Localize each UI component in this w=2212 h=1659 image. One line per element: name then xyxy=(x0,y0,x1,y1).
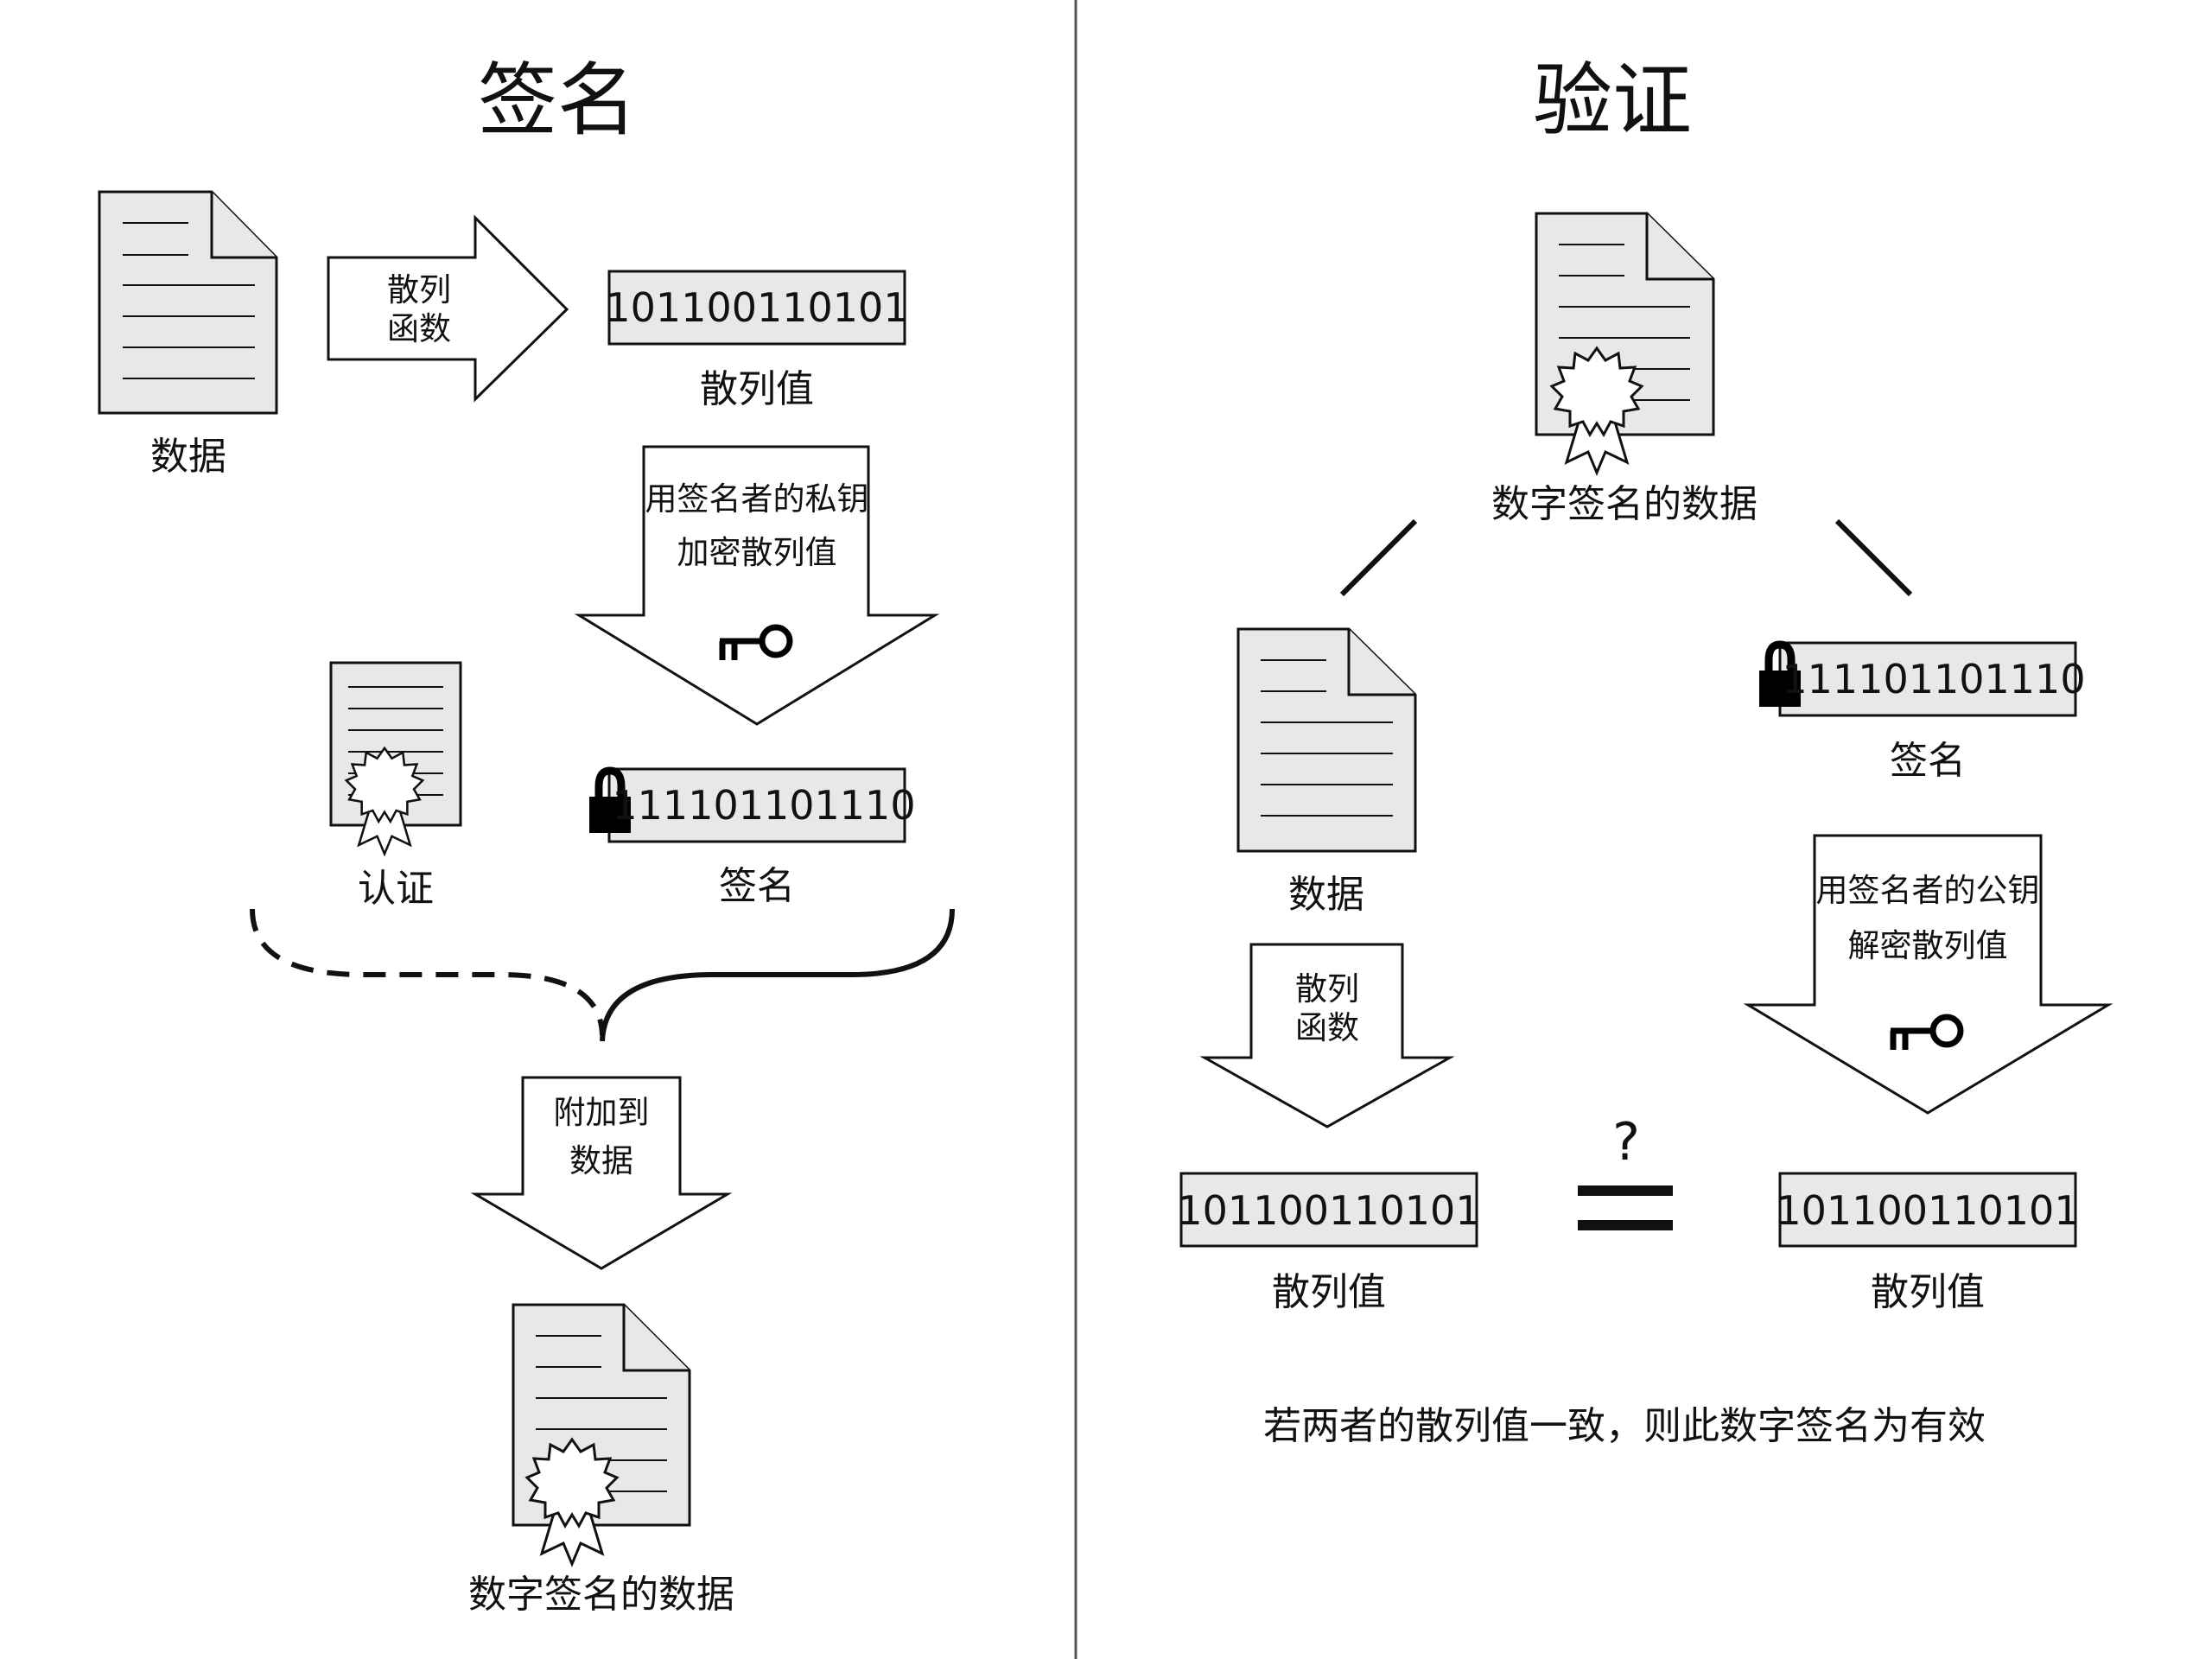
question-mark: ? xyxy=(1612,1112,1640,1173)
signed-document-icon xyxy=(1535,212,1715,474)
sign-result-label: 数字签名的数据 xyxy=(468,1573,734,1617)
certificate-seal-icon xyxy=(345,747,424,855)
sign-sig-bits: 111101101110 xyxy=(612,782,915,829)
sign-signature-box xyxy=(607,767,906,843)
sign-attach-line2: 数据 xyxy=(569,1142,633,1179)
verify-hash-function-arrow xyxy=(1199,943,1455,1128)
verify-hash-box-left xyxy=(1179,1172,1478,1248)
attach-arrow xyxy=(470,1076,733,1270)
sign-hash-label: 散列值 xyxy=(700,367,814,411)
document-icon xyxy=(1236,627,1417,853)
sign-hash-fn-line2: 函数 xyxy=(387,310,451,347)
verify-hash-label-right: 散列值 xyxy=(1871,1270,1985,1314)
sign-title: 签名 xyxy=(478,54,637,147)
equals-bar-bottom xyxy=(1578,1220,1673,1230)
sign-sig-label: 签名 xyxy=(719,864,795,908)
document-icon xyxy=(98,190,278,415)
certificate-seal-icon xyxy=(525,1438,619,1566)
encrypt-arrow xyxy=(574,445,940,726)
verify-hash-fn-line1: 散列 xyxy=(1295,970,1359,1007)
verify-hash-box-right xyxy=(1778,1172,2077,1248)
sign-data-label: 数据 xyxy=(150,435,226,479)
verify-hash-label-left: 散列值 xyxy=(1272,1270,1386,1314)
sign-hash-box xyxy=(607,270,906,346)
equals-bar-top xyxy=(1578,1185,1673,1196)
sign-cert-label: 认证 xyxy=(358,867,434,911)
verify-decrypt-line1: 用签名者的公钥 xyxy=(1816,872,2040,909)
signed-document-icon xyxy=(512,1303,691,1566)
certificate-icon xyxy=(329,661,462,855)
sign-encrypt-line1: 用签名者的私钥 xyxy=(645,480,869,518)
sign-attach-line1: 附加到 xyxy=(554,1094,650,1131)
sign-encrypt-line2: 加密散列值 xyxy=(677,534,837,571)
verify-hash-bits-left: 101100110101 xyxy=(1177,1187,1480,1234)
certificate-seal-icon xyxy=(1550,346,1643,474)
split-line-right xyxy=(1834,518,1913,597)
verify-title: 验证 xyxy=(1533,54,1692,147)
verify-conclusion: 若两者的散列值一致，则此数字签名为有效 xyxy=(1263,1404,1986,1448)
brace-solid xyxy=(600,908,955,1042)
split-line-left xyxy=(1339,518,1418,597)
verify-data-label: 数据 xyxy=(1288,873,1364,917)
verify-decrypt-line2: 解密散列值 xyxy=(1848,927,2008,964)
verify-hash-fn-line2: 函数 xyxy=(1295,1009,1359,1046)
sign-hash-bits: 101100110101 xyxy=(605,284,908,331)
brace-dashed xyxy=(250,908,605,1036)
decrypt-arrow xyxy=(1743,834,2113,1115)
sign-hash-fn-line1: 散列 xyxy=(387,271,451,308)
verify-sig-bits: 111101101110 xyxy=(1782,656,2085,702)
verify-sig-label: 签名 xyxy=(1890,739,1966,783)
verify-hash-bits-right: 101100110101 xyxy=(1776,1187,2079,1234)
verify-signed-label: 数字签名的数据 xyxy=(1491,482,1758,526)
verify-signature-box xyxy=(1778,641,2077,717)
hash-function-arrow xyxy=(327,214,569,403)
